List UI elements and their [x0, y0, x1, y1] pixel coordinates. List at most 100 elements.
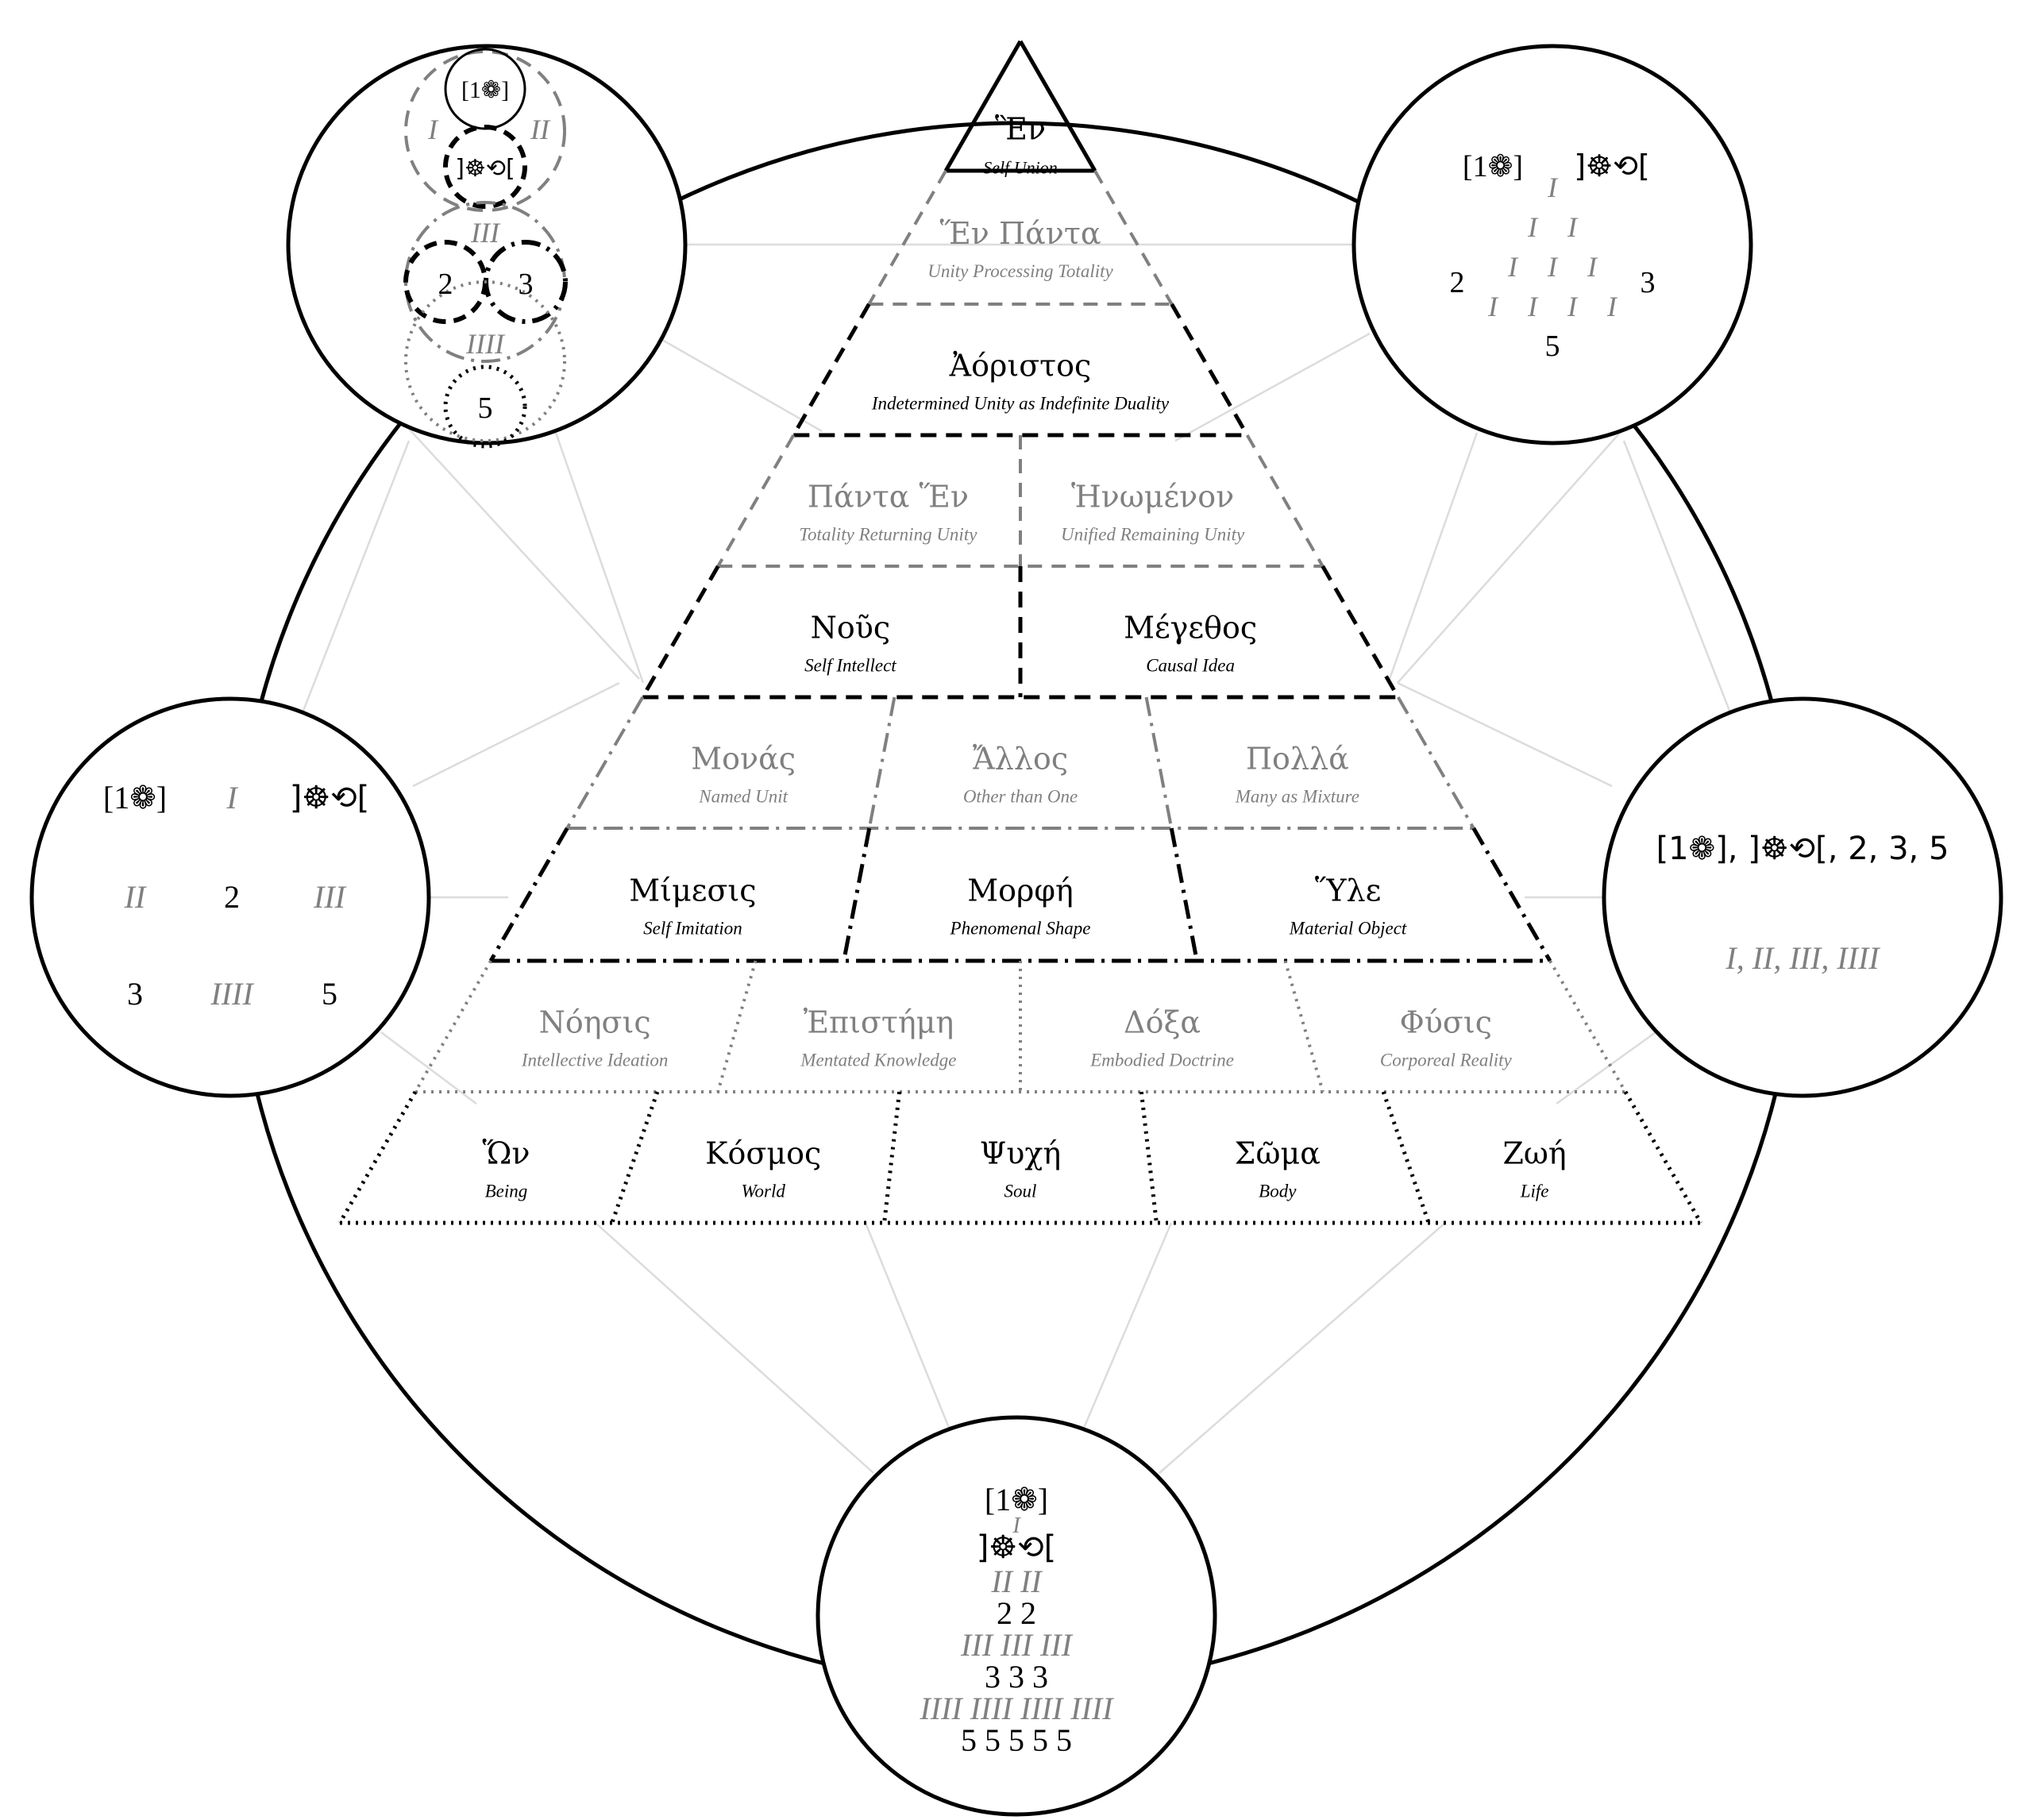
- pyramid-divider: [867, 696, 896, 829]
- pyramid-row5-greek-1: Μέγεθος: [1124, 611, 1257, 646]
- tl-three: 3: [519, 268, 534, 301]
- pyramid-divider: [1139, 1091, 1159, 1224]
- bottom-l6: 3 3 3: [985, 1659, 1048, 1695]
- circle-right: [1602, 696, 2003, 1098]
- pyramid-row1-english-0: Self Union: [983, 158, 1058, 178]
- pyramid-row2-english-0: Unity Processing Totality: [927, 261, 1113, 281]
- pyramid-row9-english-2: Soul: [1004, 1182, 1037, 1201]
- pyramid-divider: [1169, 827, 1199, 962]
- pyramid-row6-english-2: Many as Mixture: [1235, 787, 1359, 807]
- pyramid-row4-greek-1: Ἡνωμένον: [1071, 480, 1234, 515]
- bottom-l8: 5 5 5 5 5: [961, 1722, 1072, 1758]
- left-r3-2: 5: [322, 976, 337, 1012]
- tl-two: 2: [438, 268, 453, 301]
- pyramid-row9-english-0: Being: [485, 1182, 528, 1201]
- pyramid-row9-greek-1: Κόσμος: [705, 1136, 821, 1171]
- pyramid-row3-greek-0: Ἀόριστος: [949, 349, 1092, 384]
- pyramid-divider: [610, 1091, 660, 1224]
- pyramid-edge: [1018, 40, 1097, 172]
- left-r2-2: III: [313, 879, 347, 915]
- pyramid-row7-english-0: Self Imitation: [643, 919, 742, 939]
- tr-tri3-2: I: [1587, 251, 1598, 283]
- tr-tri2-0: I: [1527, 211, 1539, 243]
- tl-III: III: [470, 217, 501, 249]
- circle-top-left: [286, 44, 688, 445]
- circle-left: [29, 696, 431, 1098]
- tr-wheel: ]☸⟲[: [1574, 148, 1650, 183]
- tr-tri4-3: I: [1606, 291, 1618, 322]
- pyramid-edge: [1548, 960, 1627, 1093]
- pyramid-row7-greek-0: Μίμεσις: [629, 873, 756, 908]
- pyramid-row8-english-1: Mentated Knowledge: [800, 1051, 956, 1070]
- bottom-l4: 2 2: [997, 1595, 1036, 1631]
- pyramid-row9-greek-0: Ὥν: [482, 1136, 530, 1171]
- pyramid-row6-english-1: Other than One: [963, 787, 1078, 807]
- pyramid-divider: [1144, 696, 1174, 829]
- pyramid-edge: [1170, 303, 1249, 437]
- pyramid-divider: [716, 960, 758, 1093]
- pyramid-row9-english-3: Body: [1259, 1182, 1297, 1201]
- pyramid-row9-english-4: Life: [1520, 1182, 1549, 1201]
- pyramid-edge: [716, 434, 796, 567]
- spoke-lines: [300, 243, 1733, 1474]
- pyramid-divider: [1283, 960, 1324, 1093]
- left-r3-0: 3: [127, 976, 143, 1012]
- tr-two: 2: [1450, 266, 1465, 299]
- pyramid-row3-english-0: Indetermined Unity as Indefinite Duality: [871, 394, 1170, 414]
- pyramid-edge: [337, 1090, 418, 1224]
- pyramid-row8-greek-3: Φύσις: [1400, 1005, 1492, 1040]
- circle-bottom: [815, 1415, 1217, 1817]
- tr-tri4-0: I: [1487, 291, 1499, 322]
- right-line1: [1❁], ]☸⟲[, 2, 3, 5: [1656, 831, 1949, 867]
- pyramid-edge: [1245, 434, 1324, 567]
- pyramid-divider: [882, 1091, 902, 1224]
- tr-three: 3: [1641, 266, 1656, 299]
- tr-one: [1❁]: [1463, 150, 1523, 183]
- bottom-l1b: I: [1012, 1513, 1021, 1538]
- pyramid-row8-english-2: Embodied Doctrine: [1089, 1051, 1234, 1070]
- pyramid-edge: [792, 303, 871, 437]
- tr-tri3-0: I: [1507, 251, 1519, 283]
- pyramid-row7-greek-2: Ὕλε: [1315, 873, 1381, 908]
- pyramid-edge: [943, 40, 1023, 172]
- pyramid-divider: [842, 827, 872, 962]
- tl-wheel: ]☸⟲[: [455, 155, 515, 183]
- pyramid-row1-greek-0: Ἓν: [995, 112, 1046, 147]
- pyramid-row6-greek-2: Πολλά: [1246, 742, 1349, 777]
- pyramid-edge: [641, 565, 720, 699]
- left-r2-0: II: [124, 879, 147, 915]
- pyramid-edge: [414, 960, 492, 1093]
- bottom-l2: ]☸⟲[: [977, 1529, 1057, 1566]
- pyramid-edge: [1396, 696, 1475, 829]
- pyramid-edge: [1623, 1090, 1703, 1224]
- tr-tri4-2: I: [1567, 291, 1579, 322]
- pyramid-row8-greek-2: Δόξα: [1124, 1005, 1201, 1040]
- tl-II: II: [530, 114, 551, 145]
- tl-five: 5: [478, 391, 493, 425]
- pyramid-row2-greek-0: Ἕν Πάντα: [939, 216, 1101, 251]
- pyramid-row4-greek-0: Πάντα Ἕν: [808, 480, 969, 515]
- ring-dashed-wheel: [443, 125, 527, 209]
- tl-I: I: [427, 114, 439, 145]
- pyramid-row9-greek-3: Σῶμα: [1235, 1136, 1321, 1171]
- pyramid-edge: [1093, 170, 1174, 305]
- pyramid-row5-english-0: Self Intellect: [804, 656, 896, 676]
- left-r3-1: IIII: [210, 976, 254, 1012]
- tr-tri4-1: I: [1527, 291, 1539, 322]
- circle-top-right: [1351, 44, 1753, 445]
- ring-grey-dashed: [404, 50, 566, 212]
- pyramid-divider: [1381, 1091, 1431, 1224]
- pyramid-row4-english-1: Unified Remaining Unity: [1061, 525, 1245, 545]
- pyramid-row7-english-1: Phenomenal Shape: [950, 919, 1091, 939]
- bottom-l5: III III III: [960, 1627, 1074, 1663]
- pyramid-row6-english-0: Named Unit: [698, 787, 788, 807]
- pyramid-edge: [1321, 565, 1400, 699]
- tl-one: [1❁]: [461, 77, 509, 103]
- pyramid-row8-english-3: Corporeal Reality: [1380, 1051, 1513, 1070]
- tr-tri1-0: I: [1547, 172, 1559, 203]
- pyramid-row6-greek-1: Ἄλλος: [973, 742, 1068, 777]
